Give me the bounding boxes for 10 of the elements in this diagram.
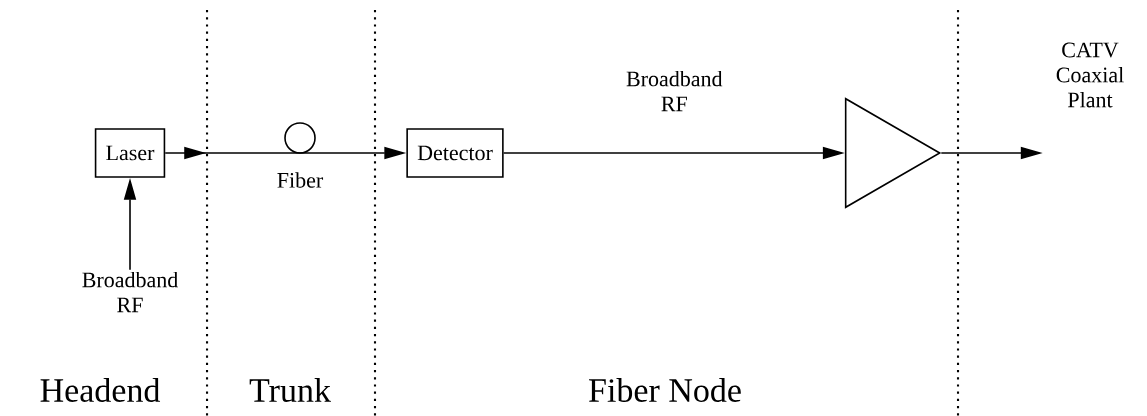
section-label: Headend [40,378,160,402]
process-box: Laser [94,128,166,178]
text-label: Broadband RF [82,271,178,313]
section-label: Fiber Node [589,378,741,402]
text-label: CATV Coaxial Plant [1056,42,1124,108]
section-label: Trunk [249,378,331,402]
edge-label: Broadband RF [626,70,723,112]
fiber-label: Fiber [277,172,324,188]
fiber-loop [284,122,316,154]
process-box: Detector [406,128,504,178]
